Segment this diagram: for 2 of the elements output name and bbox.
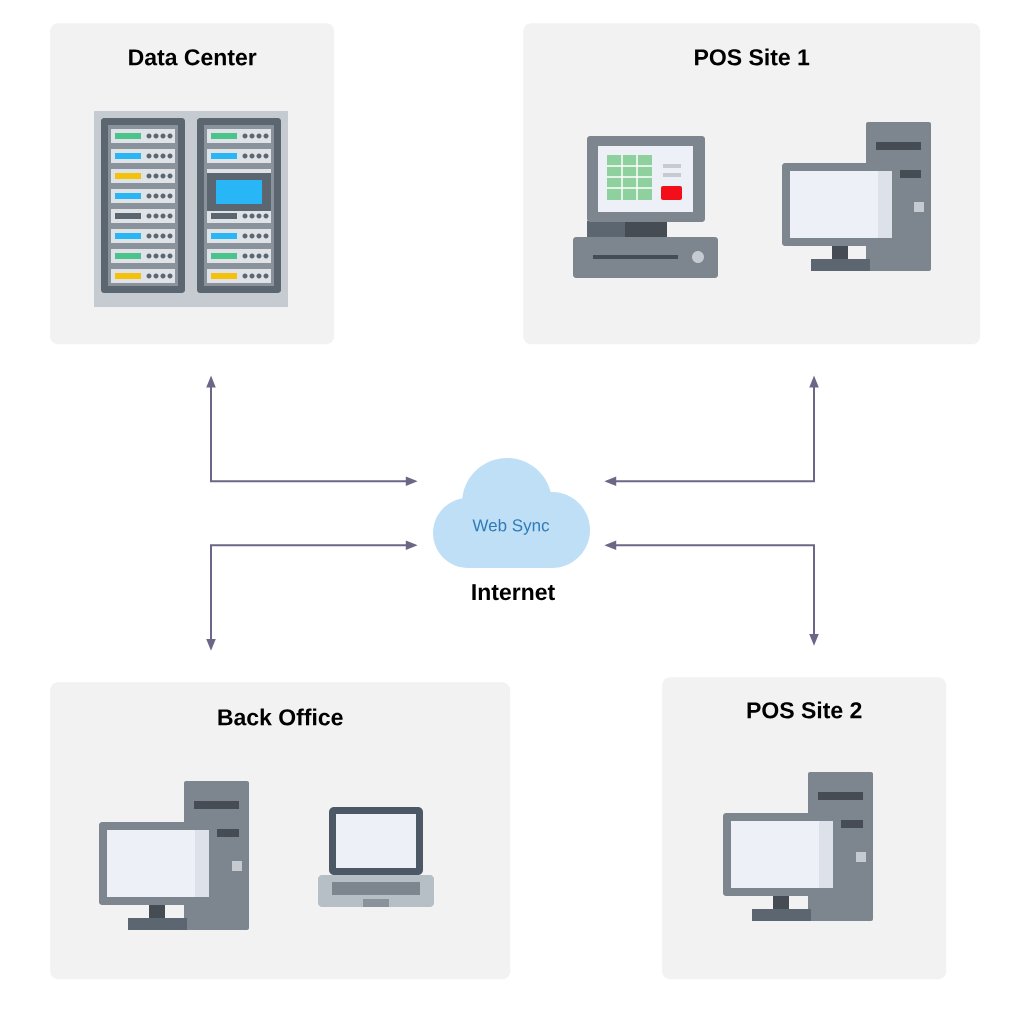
- cloud-caption: Internet: [472, 584, 555, 601]
- cloud: Web Sync: [433, 458, 590, 568]
